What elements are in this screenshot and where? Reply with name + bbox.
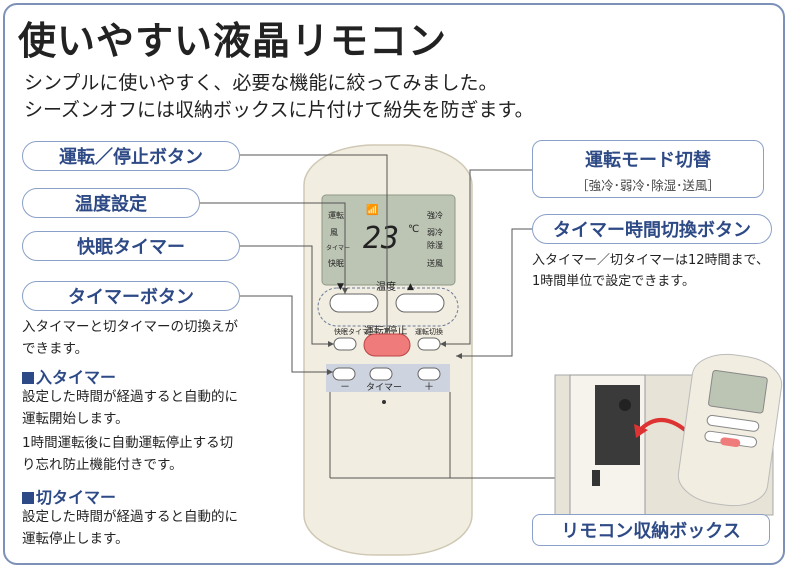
label-temp: 温度設定: [22, 188, 200, 218]
reset-hole: [382, 400, 386, 404]
off-timer-heading: 切タイマー: [22, 484, 116, 508]
off-timer-desc: 設定した時間が経過すると自動的に運転停止します。: [22, 509, 238, 547]
square-icon: [22, 492, 34, 504]
remote-lcd: [321, 194, 456, 286]
intro-text: シンプルに使いやすく、必要な機能に絞ってみました。 シーズンオフには収納ボックス…: [24, 70, 534, 124]
lcd-left-1: 運転: [328, 211, 344, 220]
lcd-right-4: 送風: [427, 258, 443, 268]
square-icon: [22, 372, 34, 384]
page-frame: [3, 3, 785, 565]
intro-line-2: シーズンオフには収納ボックスに片付けて紛失を防ぎます。: [24, 99, 534, 121]
label-storage-box: リモコン収納ボックス: [532, 514, 770, 546]
timer-minus-glyph: －: [340, 382, 350, 393]
run-stop-button: [363, 333, 411, 357]
timer-minus-button: [332, 367, 356, 381]
line-timer-switch: [456, 228, 532, 357]
line-run-stop: [240, 154, 388, 334]
mode-switch-sub: ［強冷･弱冷･除湿･送風］: [576, 178, 720, 193]
page-title: 使いやすい液晶リモコン: [18, 19, 448, 63]
timer-plus-button: [417, 367, 441, 381]
stored-remote-lcd: [708, 369, 768, 414]
mode-btn-label: 運転切換: [415, 327, 443, 336]
storage-screw: [619, 399, 631, 411]
temp-down-glyph: ▼: [337, 282, 344, 292]
on-timer-desc-1: 設定した時間が経過すると自動的に運転開始します。: [22, 389, 238, 427]
on-timer-desc-2: 1時間運転後に自動運転停止する切り忘れ防止機能付きです。: [22, 435, 234, 473]
label-sleep-timer: 快眠タイマー: [22, 231, 240, 261]
temp-up-button: [395, 293, 445, 313]
temp-up-glyph: ▲: [407, 282, 414, 292]
mode-switch-label: 運転モード切替: [585, 150, 711, 171]
line-timer: [240, 295, 333, 373]
lcd-right-2: 弱冷: [427, 227, 443, 237]
mode-button: [417, 337, 441, 351]
label-run-stop: 運転／停止ボタン: [22, 141, 240, 171]
signal-icon: 📶: [366, 203, 378, 216]
intro-line-1: シンプルに使いやすく、必要な機能に絞ってみました。: [24, 72, 498, 94]
lcd-left-2: 風: [330, 228, 338, 237]
line-mode: [440, 169, 532, 345]
label-timer-button: タイマーボタン: [22, 281, 240, 311]
lcd-left-4: 快眠: [328, 258, 344, 268]
timer-switch-desc: 入タイマー／切タイマーは12時間まで、1時間単位で設定できます。: [532, 253, 770, 289]
sleep-btn-label: 快眠タイマー: [334, 327, 376, 336]
on-timer-heading: 入タイマー: [22, 364, 116, 388]
lcd-value: 23: [363, 221, 399, 256]
timer-plus-glyph: ＋: [424, 382, 434, 393]
timer-label: タイマー: [366, 382, 402, 393]
insert-arrow: [638, 418, 687, 432]
line-sleep: [240, 245, 334, 345]
mode-switch-card: 運転モード切替 ［強冷･弱冷･除湿･送風］: [532, 140, 764, 198]
sleep-timer-button: [333, 337, 357, 351]
label-timer-switch: タイマー時間切換ボタン: [532, 214, 772, 244]
storage-clip: [592, 470, 600, 486]
timer-button-desc: 入タイマーと切タイマーの切換えができます。: [22, 319, 238, 357]
lcd-right-1: 強冷: [427, 210, 443, 220]
temp-down-button: [329, 293, 379, 313]
storage-slot: [595, 385, 640, 465]
lcd-right-3: 除湿: [427, 240, 443, 250]
line-temp: [200, 202, 346, 294]
timer-select-button: [369, 367, 393, 381]
temp-area-outline: [317, 287, 459, 327]
temp-label: 温度: [376, 280, 396, 293]
lcd-left-3: タイマー: [326, 244, 350, 252]
lcd-unit: ℃: [408, 224, 419, 235]
